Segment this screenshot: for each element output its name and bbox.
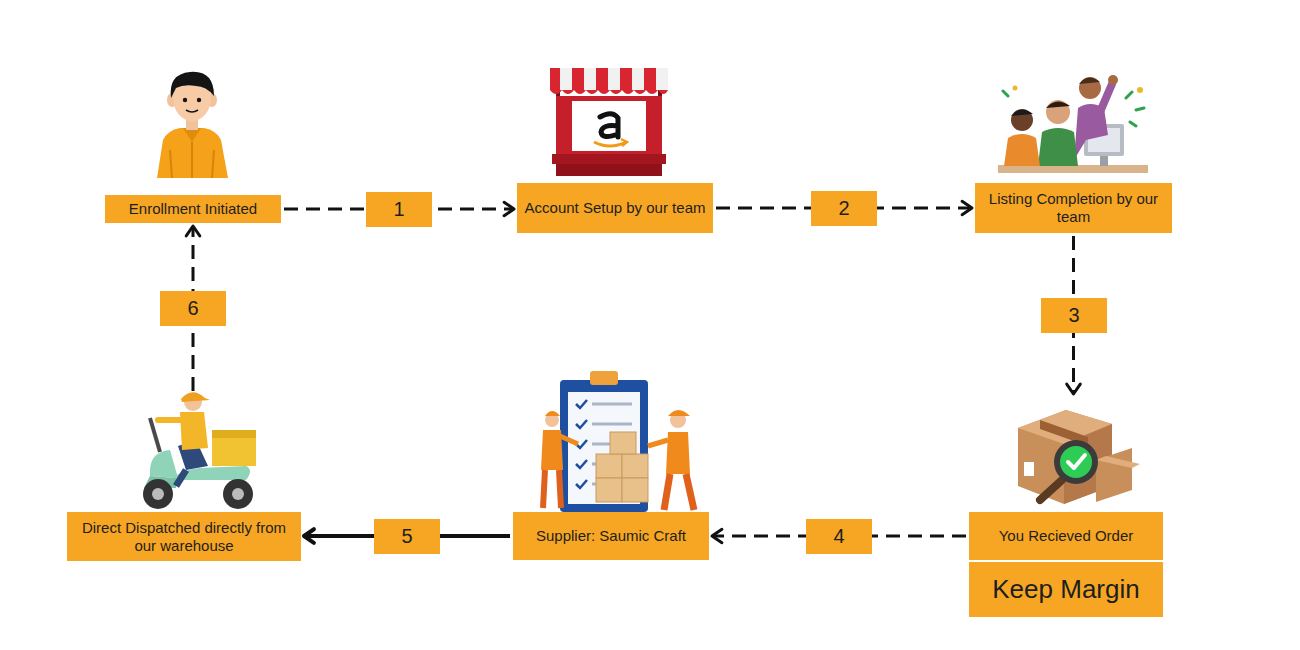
- team-icon-part: [1046, 101, 1070, 108]
- parcel-check-icon-part: [1096, 448, 1132, 502]
- delivery-scooter-icon-part: [150, 450, 178, 478]
- person-icon-part: [157, 128, 228, 178]
- arrow-head: [186, 226, 200, 236]
- team-icon-part: [1108, 75, 1118, 85]
- supplier-icon-part: [560, 436, 578, 444]
- person-icon-part: [197, 98, 201, 102]
- team-icon-part: [1137, 87, 1143, 93]
- supplier-icon: [541, 371, 694, 512]
- team-icon-part: [1038, 128, 1078, 166]
- team-icon-part: [998, 165, 1148, 173]
- step-box: Direct Dispatched directly from our ware…: [67, 512, 301, 561]
- step-number: 1: [366, 192, 432, 227]
- team-icon-part: [1013, 86, 1018, 91]
- margin-box: Keep Margin: [969, 562, 1163, 617]
- supplier-icon-part: [596, 454, 622, 478]
- delivery-scooter-icon-part: [143, 479, 173, 509]
- supplier-icon-part: [543, 470, 561, 508]
- team-icon-part: [1046, 100, 1070, 124]
- person-icon-part: [212, 150, 214, 178]
- store-stall-icon-part: [550, 90, 668, 94]
- supplier-icon-part: [541, 430, 563, 470]
- step-number: 5: [374, 519, 440, 554]
- store-stall-icon-part: [572, 101, 646, 151]
- team-icon-part: [1100, 156, 1108, 166]
- parcel-check-icon-part: [1024, 462, 1034, 476]
- team-icon-part: [1011, 109, 1033, 116]
- delivery-scooter-icon-part: [176, 470, 186, 486]
- arrow-head: [962, 201, 972, 215]
- person-icon-part: [183, 98, 187, 102]
- store-stall-icon: [550, 68, 668, 176]
- arrow-head: [712, 529, 722, 543]
- step-text: Direct Dispatched directly from our ware…: [71, 519, 297, 555]
- team-icon-part: [1100, 84, 1112, 112]
- supplier-icon-part: [666, 432, 690, 474]
- team-icon-part: [1003, 91, 1144, 126]
- delivery-scooter-icon-part: [223, 479, 253, 509]
- store-stall-icon-part: [600, 114, 618, 137]
- person-icon-part: [186, 110, 198, 112]
- person-icon-part: [170, 150, 172, 178]
- delivery-scooter-icon-part: [232, 488, 244, 500]
- store-stall-icon-part: [594, 142, 626, 146]
- step-box: Listing Completion by our team: [975, 183, 1172, 233]
- store-stall-icon-part: [621, 139, 627, 146]
- supplier-icon-part: [622, 478, 648, 502]
- step-text: Supplier: Saumic Craft: [536, 527, 686, 545]
- supplier-icon-part: [664, 474, 694, 510]
- team-icon-part: [1004, 134, 1040, 166]
- step-number: 3: [1041, 298, 1107, 333]
- step-text: Account Setup by our team: [525, 199, 706, 217]
- delivery-scooter-icon-part: [212, 430, 256, 466]
- parcel-check-icon-part: [1054, 440, 1098, 484]
- team-icon: [998, 75, 1148, 173]
- parcel-check-icon-part: [1040, 480, 1062, 500]
- team-icon-part: [1079, 77, 1100, 84]
- delivery-scooter-icon-part: [158, 417, 184, 423]
- supplier-icon-part: [596, 478, 622, 502]
- step-text: Enrollment Initiated: [129, 200, 257, 218]
- store-stall-icon-part: [560, 68, 668, 90]
- store-stall-icon-part: [556, 164, 662, 176]
- arrow-head: [1067, 384, 1081, 394]
- step-text: Listing Completion by our team: [979, 190, 1168, 226]
- delivery-scooter-icon-part: [150, 418, 160, 452]
- step-box: Supplier: Saumic Craft: [513, 512, 709, 560]
- store-stall-icon-part: [550, 68, 668, 90]
- supplier-icon-part: [610, 432, 636, 454]
- delivery-scooter-icon-part: [152, 488, 164, 500]
- store-stall-icon-part: [552, 154, 666, 164]
- person-icon: [157, 72, 228, 178]
- supplier-icon-part: [545, 411, 560, 416]
- step-number: 6: [160, 291, 226, 326]
- step-box: Enrollment Initiated: [105, 195, 281, 223]
- supplier-icon-part: [590, 371, 618, 385]
- step-number: 4: [806, 519, 872, 554]
- team-icon-part: [1079, 77, 1101, 99]
- step-number: 2: [811, 191, 877, 226]
- supplier-icon-part: [560, 380, 648, 512]
- person-icon-part: [183, 128, 201, 142]
- step-text: Keep Margin: [992, 574, 1139, 605]
- person-icon-part: [171, 72, 214, 98]
- arrow-head: [304, 529, 314, 543]
- parcel-check-icon-part: [1068, 455, 1085, 468]
- step-text: You Recieved Order: [999, 527, 1134, 545]
- parcel-check-icon-part: [1060, 446, 1092, 478]
- team-icon-part: [1011, 109, 1033, 131]
- delivery-scooter-icon: [143, 392, 256, 509]
- step-box: You Recieved Order: [969, 512, 1163, 560]
- delivery-scooter-icon-part: [212, 430, 256, 438]
- parcel-check-icon-part: [1096, 456, 1140, 468]
- parcel-check-icon: [1018, 410, 1140, 504]
- delivery-scooter-icon-part: [181, 392, 210, 402]
- arrow-head: [504, 202, 514, 216]
- supplier-icon-part: [622, 454, 648, 478]
- supplier-icon-part: [668, 410, 694, 416]
- step-box: Account Setup by our team: [517, 183, 713, 233]
- supplier-icon-part: [648, 440, 668, 446]
- person-icon-part: [191, 142, 193, 178]
